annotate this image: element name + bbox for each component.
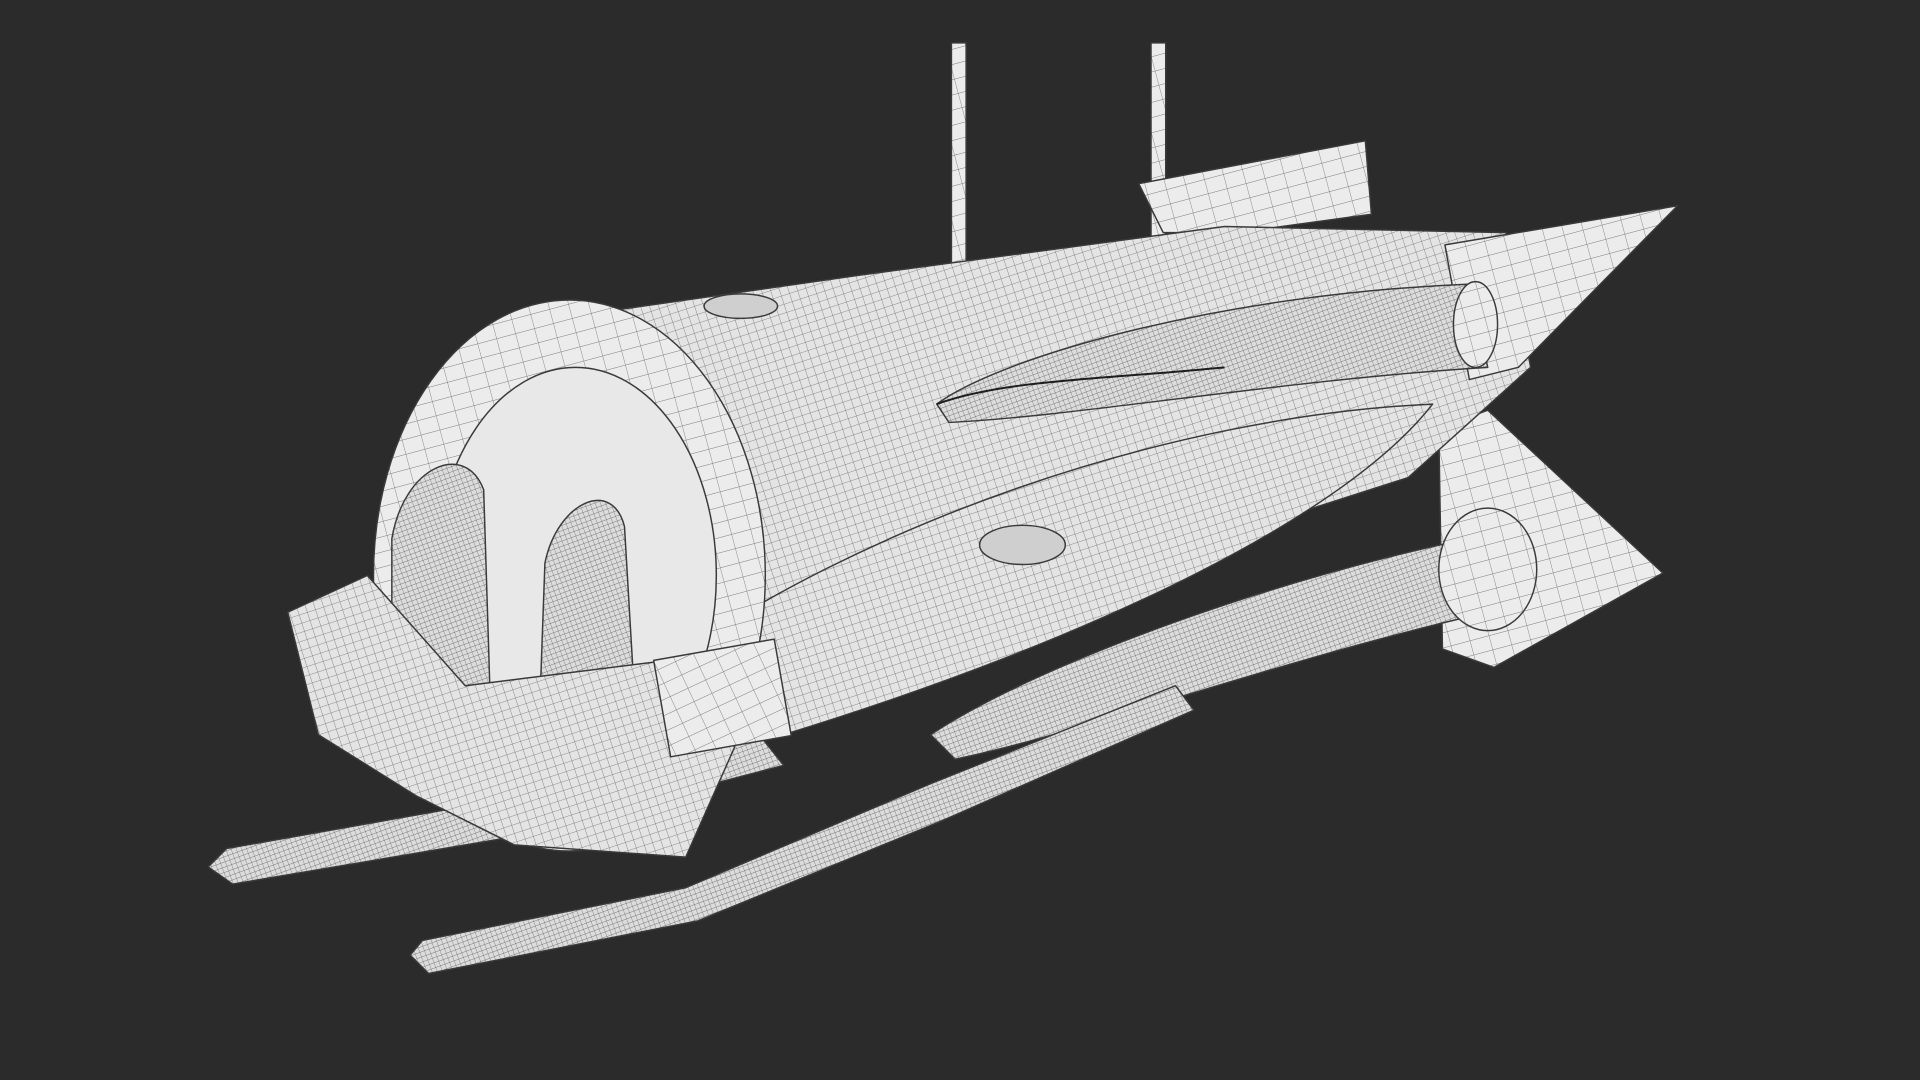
front-console [652,638,792,758]
engine-pod-upper [936,283,1489,424]
cockpit-base [287,574,736,858]
skid-front [409,684,1195,975]
pod-seam [936,366,1225,406]
pod-upper-intake [1452,280,1499,369]
rear-top-fin [1138,140,1373,234]
top-hatch [703,293,779,320]
vehicle-model[interactable] [207,42,1679,975]
side-hatch [978,524,1067,566]
pod-lower-intake [1438,507,1538,632]
hull-side-panel [660,403,1434,736]
